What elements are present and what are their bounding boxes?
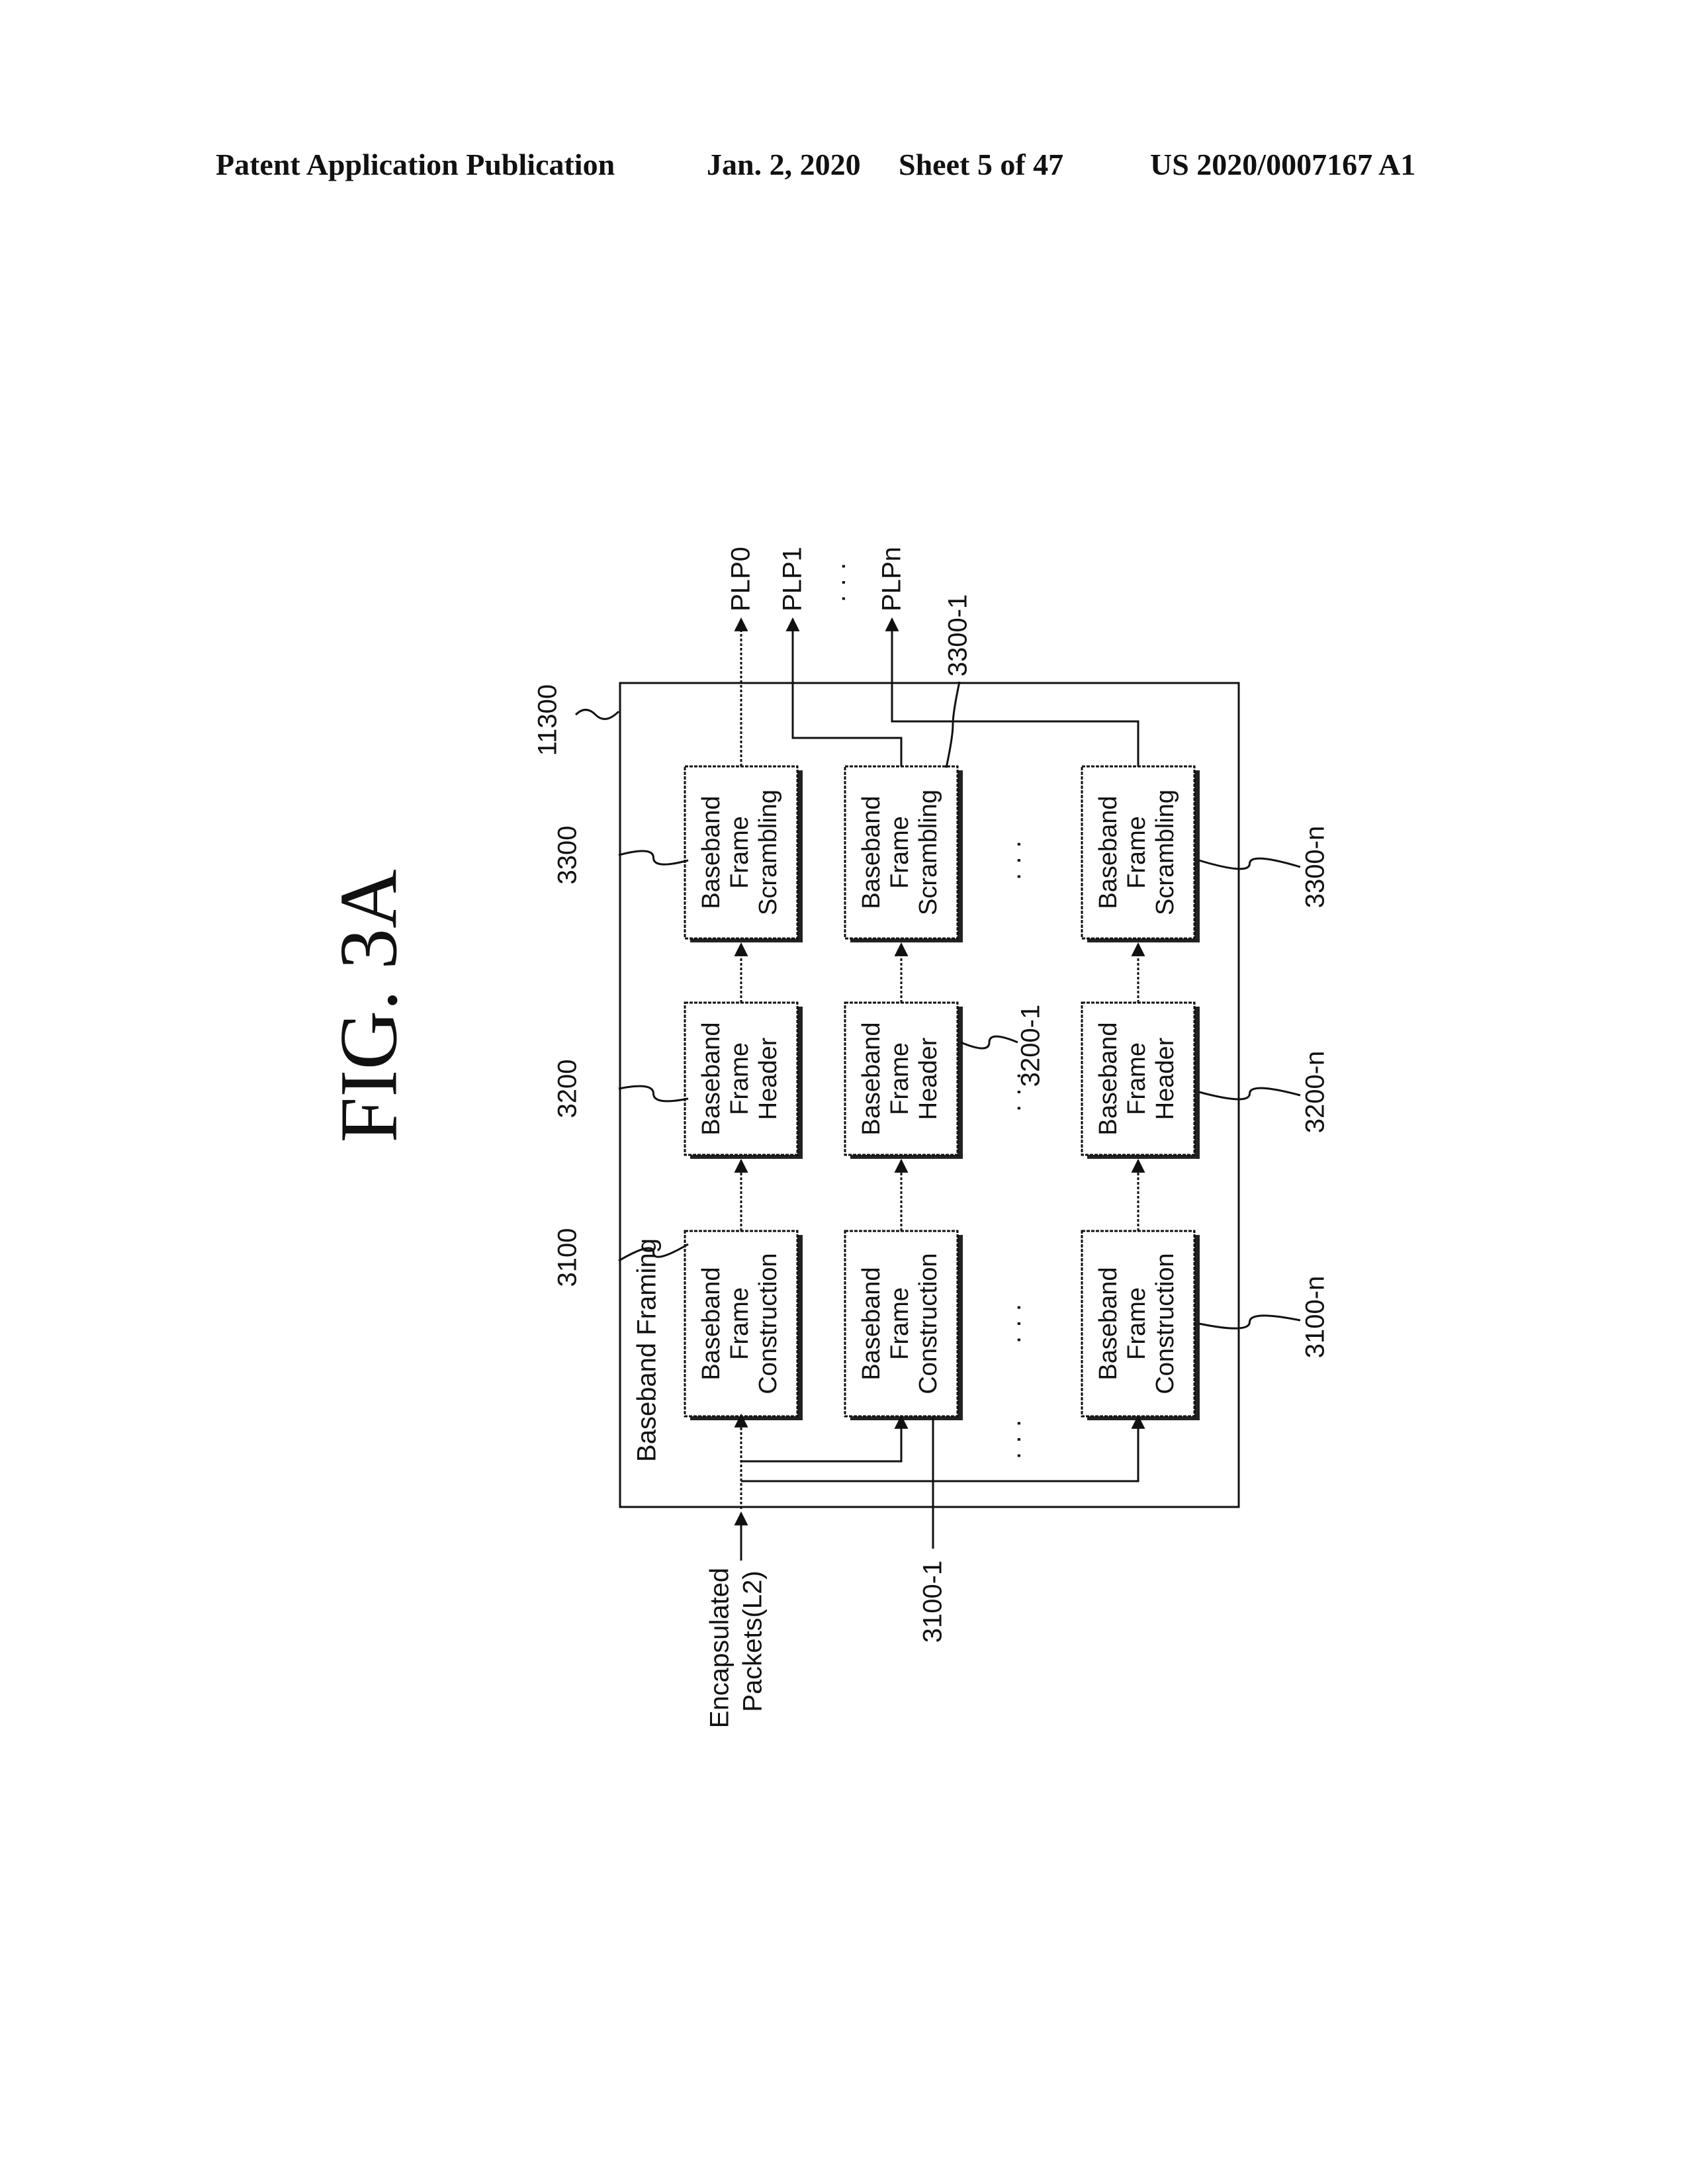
ref-s0: 3300 (553, 826, 582, 885)
block-construction-row1 (844, 1230, 959, 1418)
block-text-header: Frame (1123, 1042, 1151, 1115)
block-text-scrambling: Baseband (697, 796, 725, 909)
block-text-construction: Frame (726, 1287, 754, 1360)
block-text-scrambling: Frame (726, 816, 754, 889)
ref-sn: 3300-n (1301, 826, 1330, 909)
block-text-construction: Baseband (1094, 1267, 1122, 1380)
ref-h0: 3200 (553, 1060, 582, 1118)
figure-title: FIG. 3A (323, 869, 414, 1142)
block-scrambling-row0 (684, 765, 799, 940)
sheet-number: Sheet 5 of 47 (899, 148, 1064, 181)
group-ref: 11300 (533, 684, 562, 756)
output-ellipsis: · · · (828, 562, 857, 603)
block-text-header: Header (1151, 1037, 1179, 1120)
ref-leader-h1 (960, 1035, 1018, 1050)
ellipsis-header: · · · (1003, 1071, 1032, 1113)
ref-c0: 3100 (553, 1228, 582, 1287)
block-text-scrambling: Frame (1123, 816, 1151, 889)
ref-leader-sn (1198, 857, 1301, 870)
block-header-row0 (684, 1001, 799, 1156)
ref-c1: 3100-1 (918, 1561, 948, 1643)
input-label-2: Packets(L2) (738, 1570, 768, 1711)
block-text-header: Baseband (697, 1022, 725, 1135)
block-text-construction: Baseband (858, 1267, 885, 1380)
block-text-header: Header (754, 1037, 782, 1120)
block-text-header: Header (914, 1037, 942, 1120)
block-text-scrambling: Scrambling (914, 790, 942, 915)
group-ref-leader (574, 709, 620, 720)
ref-h1: 3200-1 (1016, 1005, 1046, 1087)
feed-to-row1 (741, 1414, 909, 1463)
block-header-rown (1081, 1001, 1196, 1156)
block-text-scrambling: Scrambling (1151, 790, 1179, 915)
block-text-construction: Frame (1123, 1287, 1151, 1360)
input-label-1: Encapsulated (705, 1568, 735, 1728)
block-text-construction: Baseband (697, 1267, 725, 1380)
block-text-construction: Construction (754, 1253, 782, 1394)
ref-leader-c0 (618, 1243, 689, 1262)
ref-leader-h0 (618, 1085, 689, 1103)
ellipsis-feed: · · · (1003, 1419, 1032, 1460)
block-text-scrambling: Baseband (858, 796, 885, 909)
block-header-row1 (844, 1001, 959, 1156)
block-text-construction: Construction (914, 1253, 942, 1394)
feed-to-rown (741, 1414, 1145, 1482)
block-scrambling-rown (1081, 765, 1196, 940)
ellipsis-construction: · · · (1003, 1303, 1032, 1344)
block-text-scrambling: Frame (886, 816, 914, 889)
output-arrow-plp1 (785, 617, 903, 766)
output-plpn: PLPn (877, 547, 907, 612)
block-text-header: Frame (886, 1042, 914, 1115)
publication-date: Jan. 2, 2020 (707, 148, 861, 181)
ref-s1: 3300-1 (944, 594, 973, 677)
patent-number: US 2020/0007167 A1 (1150, 148, 1416, 181)
baseband-framing-box (619, 682, 1240, 1508)
block-text-header: Frame (726, 1042, 754, 1115)
output-plp1: PLP1 (778, 547, 807, 612)
ref-leader-hn (1198, 1087, 1301, 1101)
reference-numerals: 3100 3200 3300 3100-1 3200-1 3300-1 3100-n 3200… (553, 594, 1330, 1643)
ref-leader-cn (1198, 1314, 1301, 1330)
output-arrow-plpn (885, 617, 1139, 766)
block-text-construction: Frame (886, 1287, 914, 1360)
output-plp0: PLP0 (727, 547, 756, 612)
block-text-scrambling: Baseband (1094, 796, 1122, 909)
group-label: Baseband Framing (633, 1238, 662, 1462)
block-text-construction: Construction (1151, 1253, 1179, 1394)
ellipsis-scrambling: · · · (1003, 840, 1032, 881)
ref-cn: 3100-n (1301, 1276, 1330, 1359)
block-text-header: Baseband (1094, 1022, 1122, 1135)
block-text-header: Baseband (858, 1022, 885, 1135)
ref-leader-s0 (618, 850, 689, 866)
page-header: Patent Application Publication Jan. 2, 2… (0, 147, 1694, 187)
publication-label: Patent Application Publication (216, 148, 615, 181)
block-text-scrambling: Scrambling (754, 790, 782, 915)
ref-leader-s1 (945, 681, 961, 768)
block-construction-rown (1081, 1230, 1196, 1418)
ref-hn: 3200-n (1301, 1051, 1330, 1134)
